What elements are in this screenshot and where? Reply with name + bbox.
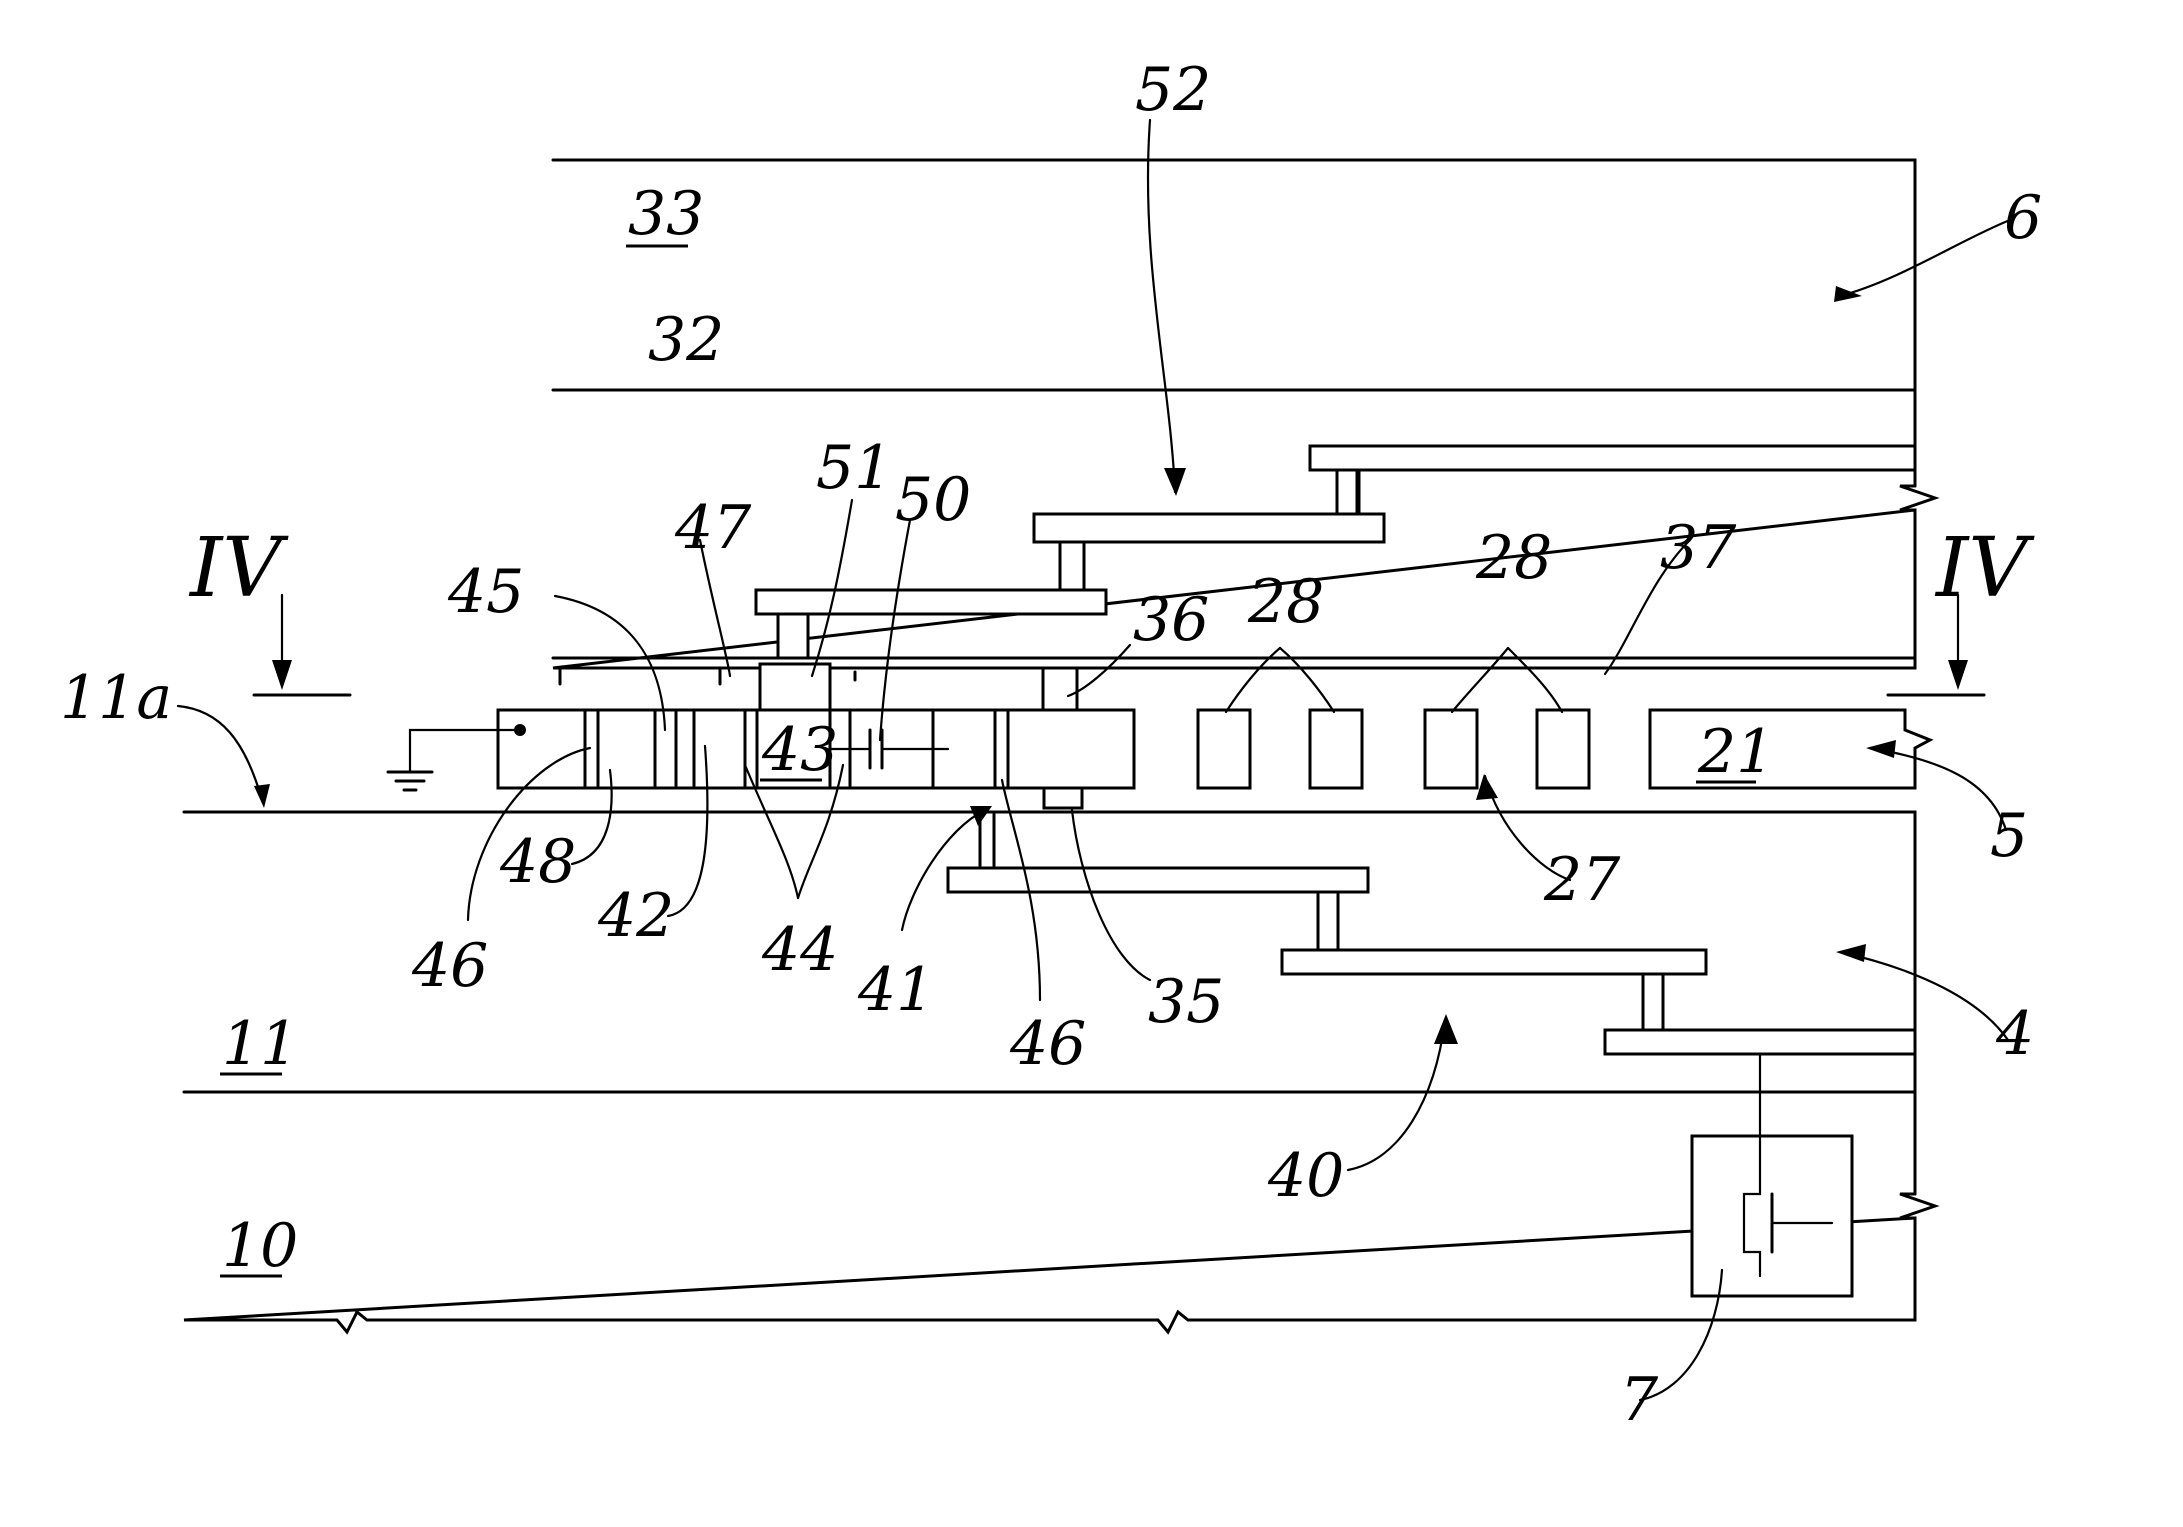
- label-5: 5: [1990, 801, 2028, 871]
- label-46-right: 46: [1009, 1009, 1086, 1079]
- label-33: 33: [628, 179, 704, 249]
- label-40: 40: [1267, 1141, 1344, 1211]
- label-37: 37: [1660, 513, 1737, 583]
- label-36: 36: [1133, 585, 1209, 655]
- label-50: 50: [895, 465, 971, 535]
- label-28-left: 28: [1247, 567, 1324, 637]
- label-42: 42: [597, 881, 674, 951]
- label-10: 10: [222, 1211, 298, 1281]
- label-45: 45: [447, 557, 524, 627]
- label-11a: 11a: [60, 663, 172, 733]
- label-4: 4: [1995, 999, 2034, 1069]
- label-43: 43: [761, 715, 838, 785]
- label-21: 21: [1697, 717, 1774, 787]
- label-6: 6: [2004, 183, 2042, 253]
- label-46-left: 46: [411, 931, 488, 1001]
- label-47: 47: [674, 493, 752, 563]
- label-11: 11: [222, 1009, 298, 1079]
- label-41: 41: [857, 955, 934, 1025]
- label-52: 52: [1135, 55, 1211, 125]
- label-27: 27: [1543, 845, 1621, 915]
- label-IV-right: IV: [1934, 521, 2035, 616]
- label-28-right: 28: [1475, 523, 1552, 593]
- label-35: 35: [1148, 967, 1224, 1037]
- label-IV-left: IV: [188, 521, 289, 616]
- label-48: 48: [499, 827, 576, 897]
- label-44: 44: [761, 915, 838, 985]
- label-7: 7: [1620, 1365, 1659, 1435]
- label-32: 32: [648, 305, 724, 375]
- label-51: 51: [816, 433, 892, 503]
